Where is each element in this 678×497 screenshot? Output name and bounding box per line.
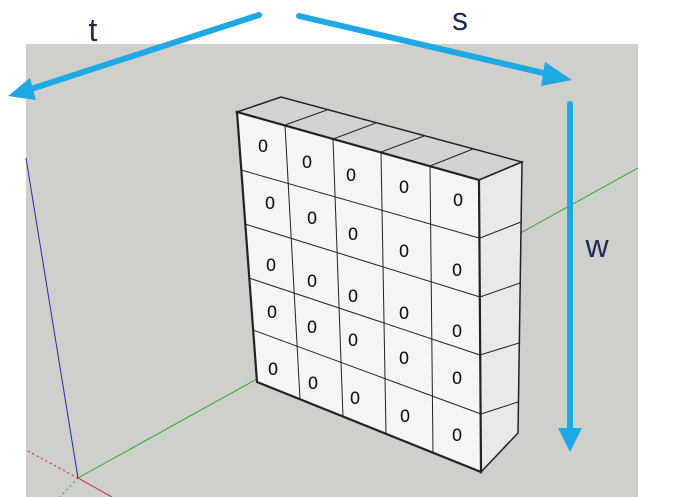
front-face-grid [240,124,482,454]
cell-r5-c5: 0 [452,426,463,446]
cell-r1-c3: 0 [346,166,357,186]
red-axis-line [77,477,113,497]
cell-r2-c2: 0 [307,209,318,229]
cell-r4-c1: 0 [267,303,278,323]
cell-r3-c5: 0 [452,322,463,342]
top-face-grid [284,109,474,167]
cell-r2-c3: 0 [348,225,359,245]
green-axis-dotted [59,477,79,497]
cell-r1-c4: 0 [399,178,410,198]
cell-r5-c3: 0 [350,389,361,409]
cell-r1-c1: 0 [258,137,269,157]
cell-r3-c3: 0 [348,287,359,307]
cell-r5-c2: 0 [308,374,319,394]
cell-r1-c2: 0 [302,153,313,173]
cell-r2-c1: 0 [265,194,276,214]
cell-r1-c5: 0 [453,191,464,211]
block-side-face [478,160,523,474]
cell-r3-c1: 0 [266,256,277,276]
arrow-right-icon [296,13,572,86]
label-t: t [89,12,98,48]
block-front-face [235,110,483,474]
cell-r4-c2: 0 [307,318,318,338]
cell-r5-c4: 0 [400,407,411,427]
cell-r4-c5: 0 [452,369,463,389]
cell-r4-c4: 0 [399,349,410,369]
side-face-grid [479,221,522,415]
cell-r2-c5: 0 [452,261,463,281]
arrow-left-icon [8,12,262,100]
blue-axis-line [25,157,79,479]
cell-r5-c1: 0 [268,360,279,380]
label-s: s [452,1,468,37]
cell-grid: 0 0 0 0 0 0 0 0 0 0 0 0 0 0 0 0 0 0 0 0 … [258,137,464,446]
cell-r3-c4: 0 [399,304,410,324]
arrow-down-icon [558,101,582,452]
label-w: w [584,228,609,264]
cell-r2-c4: 0 [399,242,410,262]
cell-r3-c2: 0 [307,272,318,292]
cell-r4-c3: 0 [348,331,359,351]
